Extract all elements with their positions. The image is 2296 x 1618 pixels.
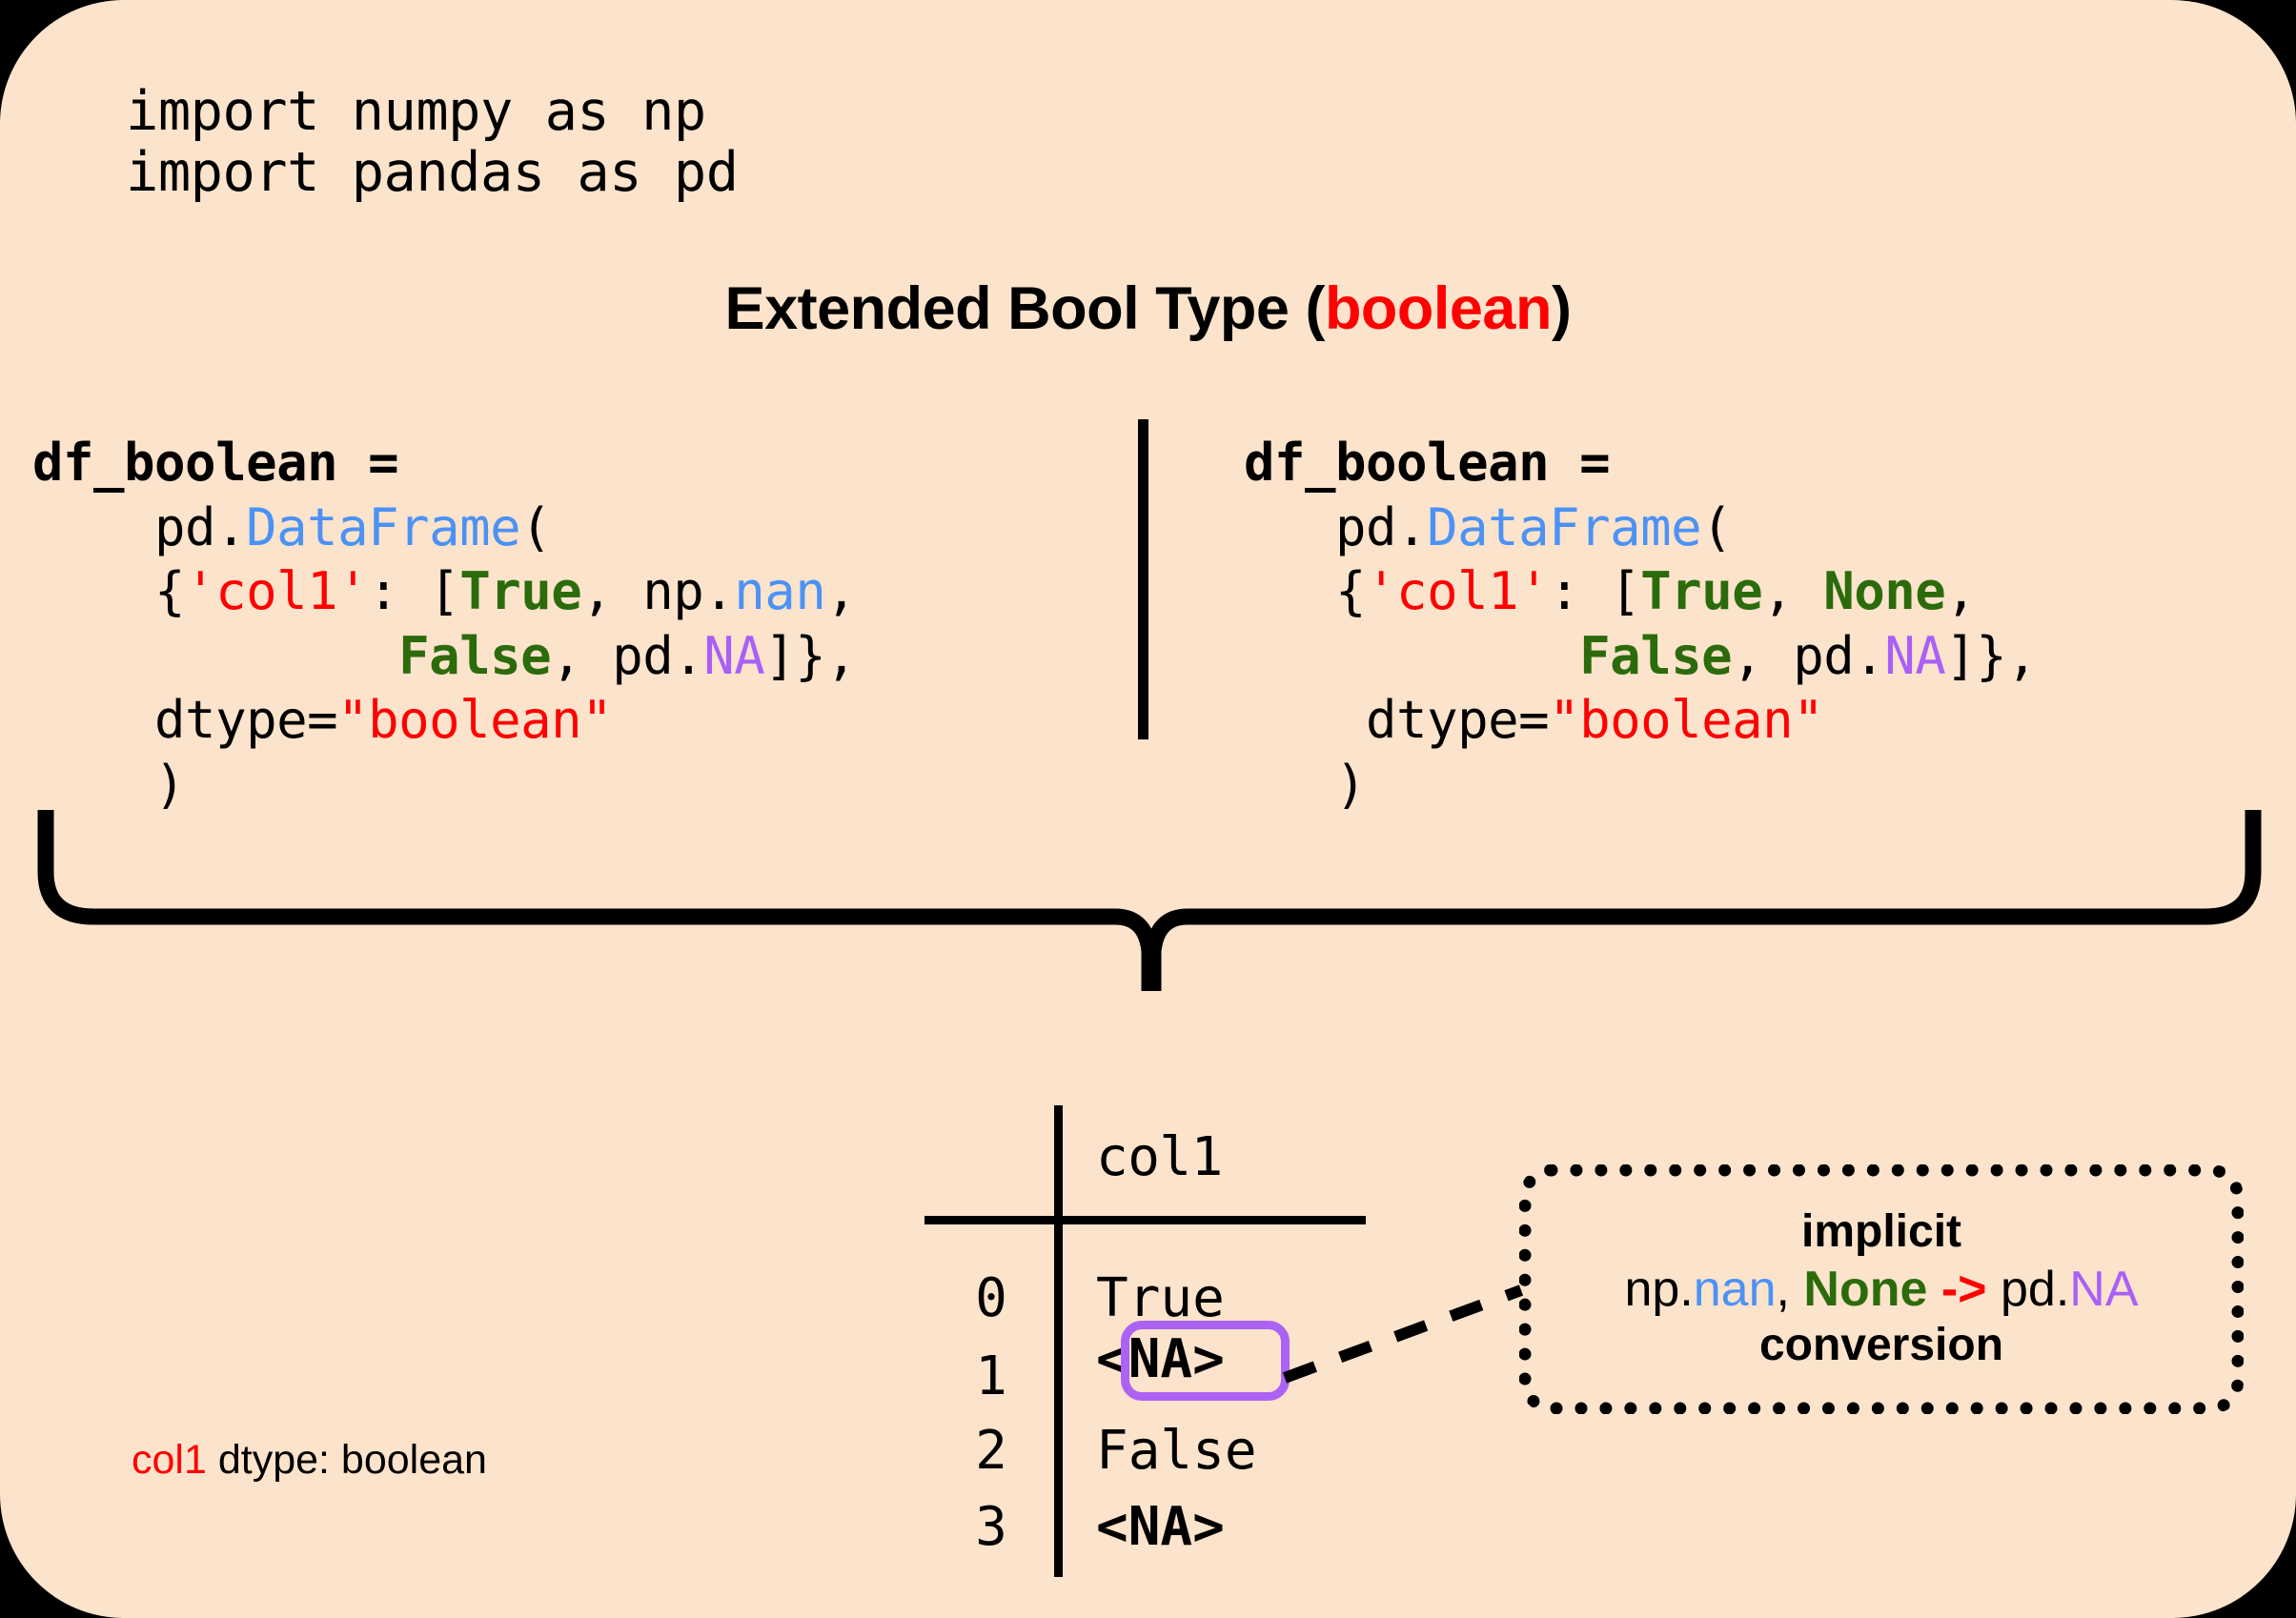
- code-left-value-na: NA: [703, 625, 765, 686]
- code-right-line-4: False, pd.NA]},: [1244, 624, 2038, 689]
- code-right-value-true: True: [1640, 561, 1763, 621]
- dtype-caption-text: dtype: boolean: [206, 1437, 487, 1483]
- na-highlight-box: [1121, 1321, 1290, 1401]
- dtype-caption: col1 dtype: boolean: [132, 1437, 487, 1484]
- table-cell-value-3: <NA>: [1096, 1496, 1225, 1558]
- code-right-list-open: : [: [1549, 561, 1641, 621]
- code-right-assign: =: [1549, 433, 1611, 493]
- code-right-line3-end: ,: [1945, 561, 1977, 621]
- code-left-line-5: dtype="boolean": [32, 688, 856, 753]
- code-left-indent: [32, 626, 398, 686]
- code-right-dtype-kw: dtype=: [1244, 690, 1550, 750]
- code-left-pd-prefix: , pd.: [551, 625, 704, 686]
- code-block-right: df_boolean = pd.DataFrame( {'col1': [Tru…: [1244, 431, 2038, 818]
- table-cell-value-0: True: [1096, 1267, 1225, 1329]
- dtype-caption-column: col1: [132, 1437, 207, 1483]
- code-left-assign: =: [337, 433, 399, 493]
- callout-np-prefix: np.: [1624, 1261, 1694, 1317]
- callout-nan: nan: [1693, 1261, 1777, 1317]
- code-left-np-prefix: , np.: [581, 561, 735, 621]
- callout-na: NA: [2069, 1261, 2139, 1317]
- import-line-pandas: import pandas as pd: [126, 140, 739, 204]
- code-left-line4-end: ]},: [764, 625, 857, 686]
- callout-sep: ,: [1776, 1261, 1804, 1317]
- code-left-pd: pd.: [32, 496, 247, 557]
- implicit-conversion-callout: implicit np.nan, None -> pd.NA conversio…: [1519, 1164, 2244, 1414]
- callout-line-3: conversion: [1758, 1320, 2004, 1371]
- table-row-index-3: 3: [975, 1496, 1007, 1558]
- title-prefix: Extended Bool Type (: [724, 275, 1326, 342]
- table-row-index-1: 1: [975, 1345, 1007, 1407]
- code-left-close-paren: ): [32, 754, 186, 815]
- code-left-key-col1: 'col1': [185, 561, 369, 621]
- code-right-pd: pd.: [1244, 496, 1428, 557]
- callout-arrow-icon: ->: [1927, 1261, 2001, 1317]
- code-right-line4-end: ]},: [1945, 625, 2038, 686]
- table-row-index-0: 0: [975, 1267, 1007, 1329]
- callout-leader-line: [1282, 1284, 1524, 1384]
- code-right-dtype-value: "boolean": [1549, 690, 1824, 750]
- code-right-line-2: pd.DataFrame(: [1244, 496, 2037, 560]
- table-row-index-2: 2: [975, 1420, 1007, 1482]
- callout-line-2: np.nan, None -> pd.NA: [1624, 1260, 2138, 1319]
- code-left-var: df_boolean: [32, 433, 338, 493]
- code-left-line-2: pd.DataFrame(: [32, 496, 856, 560]
- table-cell-value-1: <NA>: [1096, 1328, 1225, 1390]
- code-left-value-false: False: [398, 625, 552, 686]
- table-column-header: col1: [1096, 1126, 1223, 1188]
- code-left-open-paren: (: [520, 496, 552, 557]
- code-block-left: df_boolean = pd.DataFrame( {'col1': [Tru…: [32, 431, 857, 818]
- import-line-numpy: import numpy as np: [126, 80, 706, 143]
- page-title: Extended Bool Type (boolean): [0, 274, 2296, 343]
- code-left-value-nan: nan: [734, 561, 826, 621]
- code-left-line-6: ): [32, 753, 856, 818]
- code-left-dtype-value: "boolean": [337, 690, 613, 750]
- code-left-line3-end: ,: [825, 561, 857, 621]
- code-right-var: df_boolean: [1244, 433, 1550, 493]
- code-right-line-6: ): [1244, 753, 2037, 818]
- code-right-line-1: df_boolean =: [1244, 431, 2037, 496]
- code-left-line-4: False, pd.NA]},: [32, 624, 857, 689]
- title-keyword-boolean: boolean: [1324, 275, 1553, 342]
- code-left-line-1: df_boolean =: [32, 431, 856, 496]
- code-right-open-paren: (: [1701, 496, 1733, 557]
- code-right-sep: ,: [1762, 561, 1824, 621]
- callout-line-1: implicit: [1800, 1206, 1962, 1258]
- code-left-list-open: : [: [368, 561, 460, 621]
- code-right-value-false: False: [1579, 625, 1733, 686]
- code-columns-divider: [1138, 419, 1148, 739]
- code-left-dataframe: DataFrame: [246, 496, 521, 557]
- code-right-pd-prefix: , pd.: [1732, 625, 1885, 686]
- code-right-line-5: dtype="boolean": [1244, 688, 2037, 753]
- callout-none: None: [1803, 1261, 1928, 1317]
- code-right-dict-open: {: [1244, 561, 1367, 621]
- code-right-indent: [1244, 626, 1579, 686]
- code-left-dict-open: {: [32, 561, 186, 621]
- table-vertical-rule: [1054, 1105, 1063, 1577]
- code-left-value-true: True: [459, 561, 582, 621]
- code-right-key-col1: 'col1': [1366, 561, 1550, 621]
- code-right-line-3: {'col1': [True, None,: [1244, 559, 2037, 624]
- title-suffix: ): [1551, 275, 1572, 342]
- table-cell-value-2: False: [1096, 1420, 1257, 1482]
- code-right-value-na: NA: [1884, 625, 1946, 686]
- code-right-dataframe: DataFrame: [1427, 496, 1702, 557]
- imports-code-block: import numpy as np import pandas as pd: [126, 80, 739, 204]
- code-left-dtype-kw: dtype=: [32, 690, 338, 750]
- callout-pd-prefix: pd.: [2001, 1261, 2070, 1317]
- code-left-line-3: {'col1': [True, np.nan,: [32, 559, 857, 624]
- code-right-value-none: None: [1823, 561, 1946, 621]
- merge-brace-icon: [37, 810, 2262, 991]
- table-horizontal-rule: [924, 1216, 1366, 1224]
- code-right-close-paren: ): [1244, 754, 1367, 815]
